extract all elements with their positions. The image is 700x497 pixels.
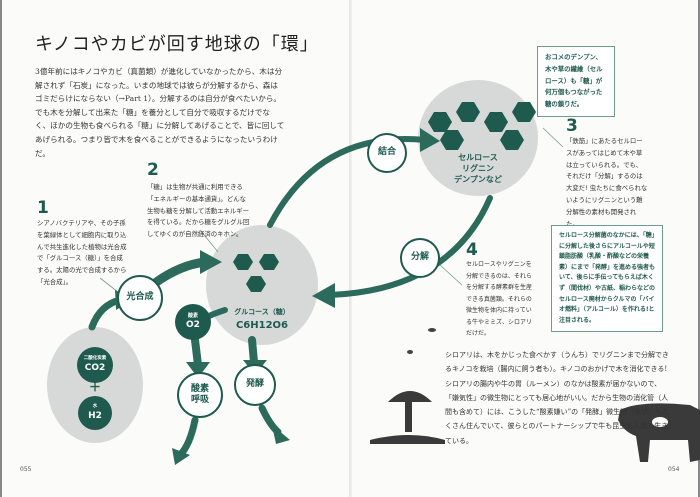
note-number: 1: [37, 198, 49, 218]
leader-line: [542, 127, 564, 148]
arrowhead: [272, 425, 290, 444]
arrow-photosynthesis-to-glucose: [150, 257, 210, 288]
leader-line: [199, 229, 219, 253]
oxygen-circle: [175, 304, 211, 340]
co2-circle: [77, 347, 113, 383]
photosynthesis-label: 光合成: [126, 292, 154, 302]
polymer-label: デンプンなど: [454, 175, 502, 184]
page-edge: [698, 0, 700, 497]
page-edge: [0, 0, 2, 497]
h2-circle: [78, 396, 112, 430]
decompose-label: 分解: [410, 252, 429, 262]
page-title: キノコやカビが回す地球の「環」: [35, 34, 319, 55]
note-number: 4: [466, 240, 478, 260]
note-number: 3: [566, 116, 578, 136]
leader-line: [439, 264, 463, 286]
mushroom-illustration: [370, 391, 445, 444]
polymer-label: セルロース: [458, 153, 498, 162]
h2-formula: H2: [88, 411, 102, 421]
co2-formula: CO2: [84, 363, 106, 373]
book-spine: [349, 0, 352, 497]
callout-box: おコメのデンプン、木や草の繊維（セルロース）も「糖」が何万個もつながった糖の鎖り…: [537, 46, 615, 117]
polymer-blob: [418, 80, 538, 196]
bond-circle: [367, 133, 407, 173]
arrowhead: [186, 362, 210, 378]
hexagon-icon: [259, 254, 279, 270]
note-text: 「糖」は生物が共通に利用できる「エネルギーの基本通貨」。どんな生物も糖を分解して…: [147, 183, 250, 239]
co2-h2-blob: [47, 327, 143, 443]
arrow-to-fermentation: [248, 336, 258, 366]
hexagon-icon: [246, 276, 266, 292]
page-number-left: 055: [20, 466, 32, 473]
respiration-label: 酸素: [190, 384, 209, 394]
intro-paragraph: 3億年前にはキノコやカビ（真菌類）が進化していなかったから、木は分解されず「石炭…: [35, 67, 285, 158]
arrow-to-respiration: [191, 336, 202, 369]
note-text: セルロースやリグニンを分解できるのは、それらを分解する酵素群を生産できる真菌類。…: [466, 261, 533, 337]
polymer-label: リグニン: [462, 164, 494, 173]
respiration-label: 呼吸: [190, 395, 209, 405]
oxygen-small-label: 酸素: [187, 313, 198, 319]
co2-small-label: 二酸化炭素: [83, 356, 107, 361]
insect-illustration: [407, 328, 436, 354]
note-text: シアノバクテリアや、その子孫を葉緑体として細胞内に取り込んで共生進化した植物は光…: [37, 219, 127, 286]
oxygen-formula: O2: [186, 320, 200, 330]
glucose-formula: C6H12O6: [235, 320, 289, 331]
note-number: 2: [147, 160, 159, 180]
arrowhead: [200, 250, 222, 274]
arrowhead: [172, 448, 190, 465]
note-text: 「鉄筋」にあたるセルロースがあってはじめて木や草は立っていられる。でも、それだけ…: [566, 137, 648, 228]
arrowhead: [312, 283, 335, 308]
page-number-right: 054: [668, 466, 680, 473]
hexagon-icon: [233, 254, 253, 270]
glucose-label: グルコース（糖）: [234, 308, 290, 316]
photosynthesis-circle: [117, 275, 163, 321]
bond-label: 結合: [377, 147, 396, 157]
arrow-respiration-out: [176, 416, 199, 459]
hexagon-chain-icon: [428, 102, 536, 150]
respiration-circle: [177, 372, 223, 418]
leader-line: [99, 277, 119, 293]
arrowhead: [420, 128, 440, 152]
fermentation-label: 発酵: [245, 379, 264, 389]
cow-illustration: [618, 403, 700, 462]
fermentation-circle: [234, 364, 276, 406]
decompose-circle: [400, 238, 440, 278]
callout-box: セルロース分解菌のなかには、「糖」に分解した後さらにアルコールや短鎖脂肪酸（乳酸…: [551, 225, 663, 333]
h2-small-label: 水: [92, 404, 98, 409]
bottom-paragraph: シロアリは、木をかじった食べかす（うんち）でリグニンまで分解できるキノコを栽培（…: [445, 351, 670, 445]
plus-sign: ＋: [88, 380, 101, 394]
